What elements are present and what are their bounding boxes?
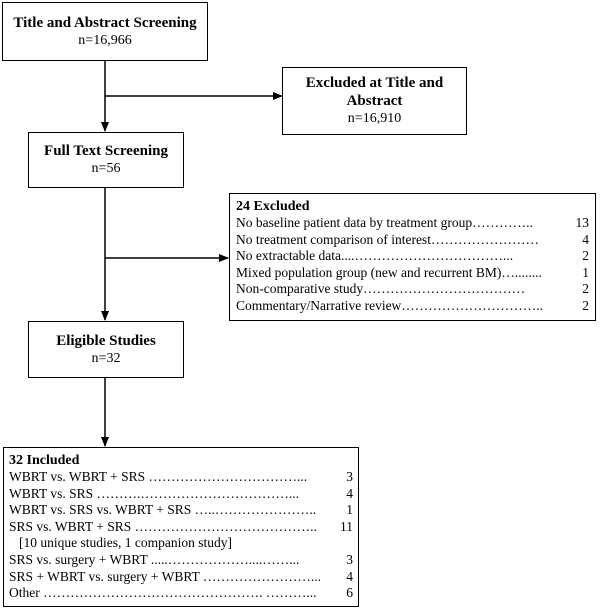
list-item: Mixed population group (new and recurren… [236,264,589,280]
full-text-title: Full Text Screening [44,143,168,159]
excluded-full-title: 24 Excluded [236,199,310,214]
full-text-count: n=56 [91,161,121,176]
list-item: Non-comparative study……………………………… 2 [236,281,589,297]
list-item: SRS + WBRT vs. surgery + WBRT ……………………..… [9,568,353,584]
excluded-title-title: Excluded at Title and Abstract [305,75,444,109]
eligible-title: Eligible Studies [56,332,156,349]
full-text-box: Full Text Screening n=56 [28,132,184,188]
list-item: WBRT vs. SRS vs. WBRT + SRS …..…………………..… [9,502,353,518]
list-item: No treatment comparison of interest……………… [236,231,589,247]
excluded-title-count: n=16,910 [347,111,402,126]
title-screening-title: Title and Abstract Screening [13,14,197,31]
eligible-box: Eligible Studies n=32 [28,321,184,378]
list-item: Commentary/Narrative review………………………….. … [236,297,589,313]
included-box: 32 Included WBRT vs. WBRT + SRS ……………………… [3,447,359,607]
list-item: WBRT vs. WBRT + SRS ……………………………... 3 [9,469,353,484]
title-screening-count: n=16,966 [78,32,132,48]
included-title: 32 Included [9,453,80,468]
excluded-title-box: Excluded at Title and Abstract n=16,910 [282,67,467,135]
list-item: No extractable data....……………………………... 2 [236,248,589,264]
list-item: SRS vs. surgery + WBRT .....………………....……… [9,551,353,567]
title-screening-box: Title and Abstract Screening n=16,966 [2,2,208,61]
eligible-count: n=32 [91,350,121,366]
excluded-full-list: No baseline patient data by treatment gr… [236,215,589,315]
included-list: WBRT vs. WBRT + SRS ……………………………... 3 WBR… [9,469,353,602]
list-item: No baseline patient data by treatment gr… [236,215,589,230]
list-item: SRS vs. WBRT + SRS ………………………………….. 11 [9,518,353,534]
list-item: WBRT vs. SRS ……….……………………………... 4 [9,485,353,501]
list-item: Other …………………………………………. ………... 6 [9,585,353,601]
excluded-full-box: 24 Excluded No baseline patient data by … [229,193,596,321]
included-note: [10 unique studies, 1 companion study] [19,535,232,551]
